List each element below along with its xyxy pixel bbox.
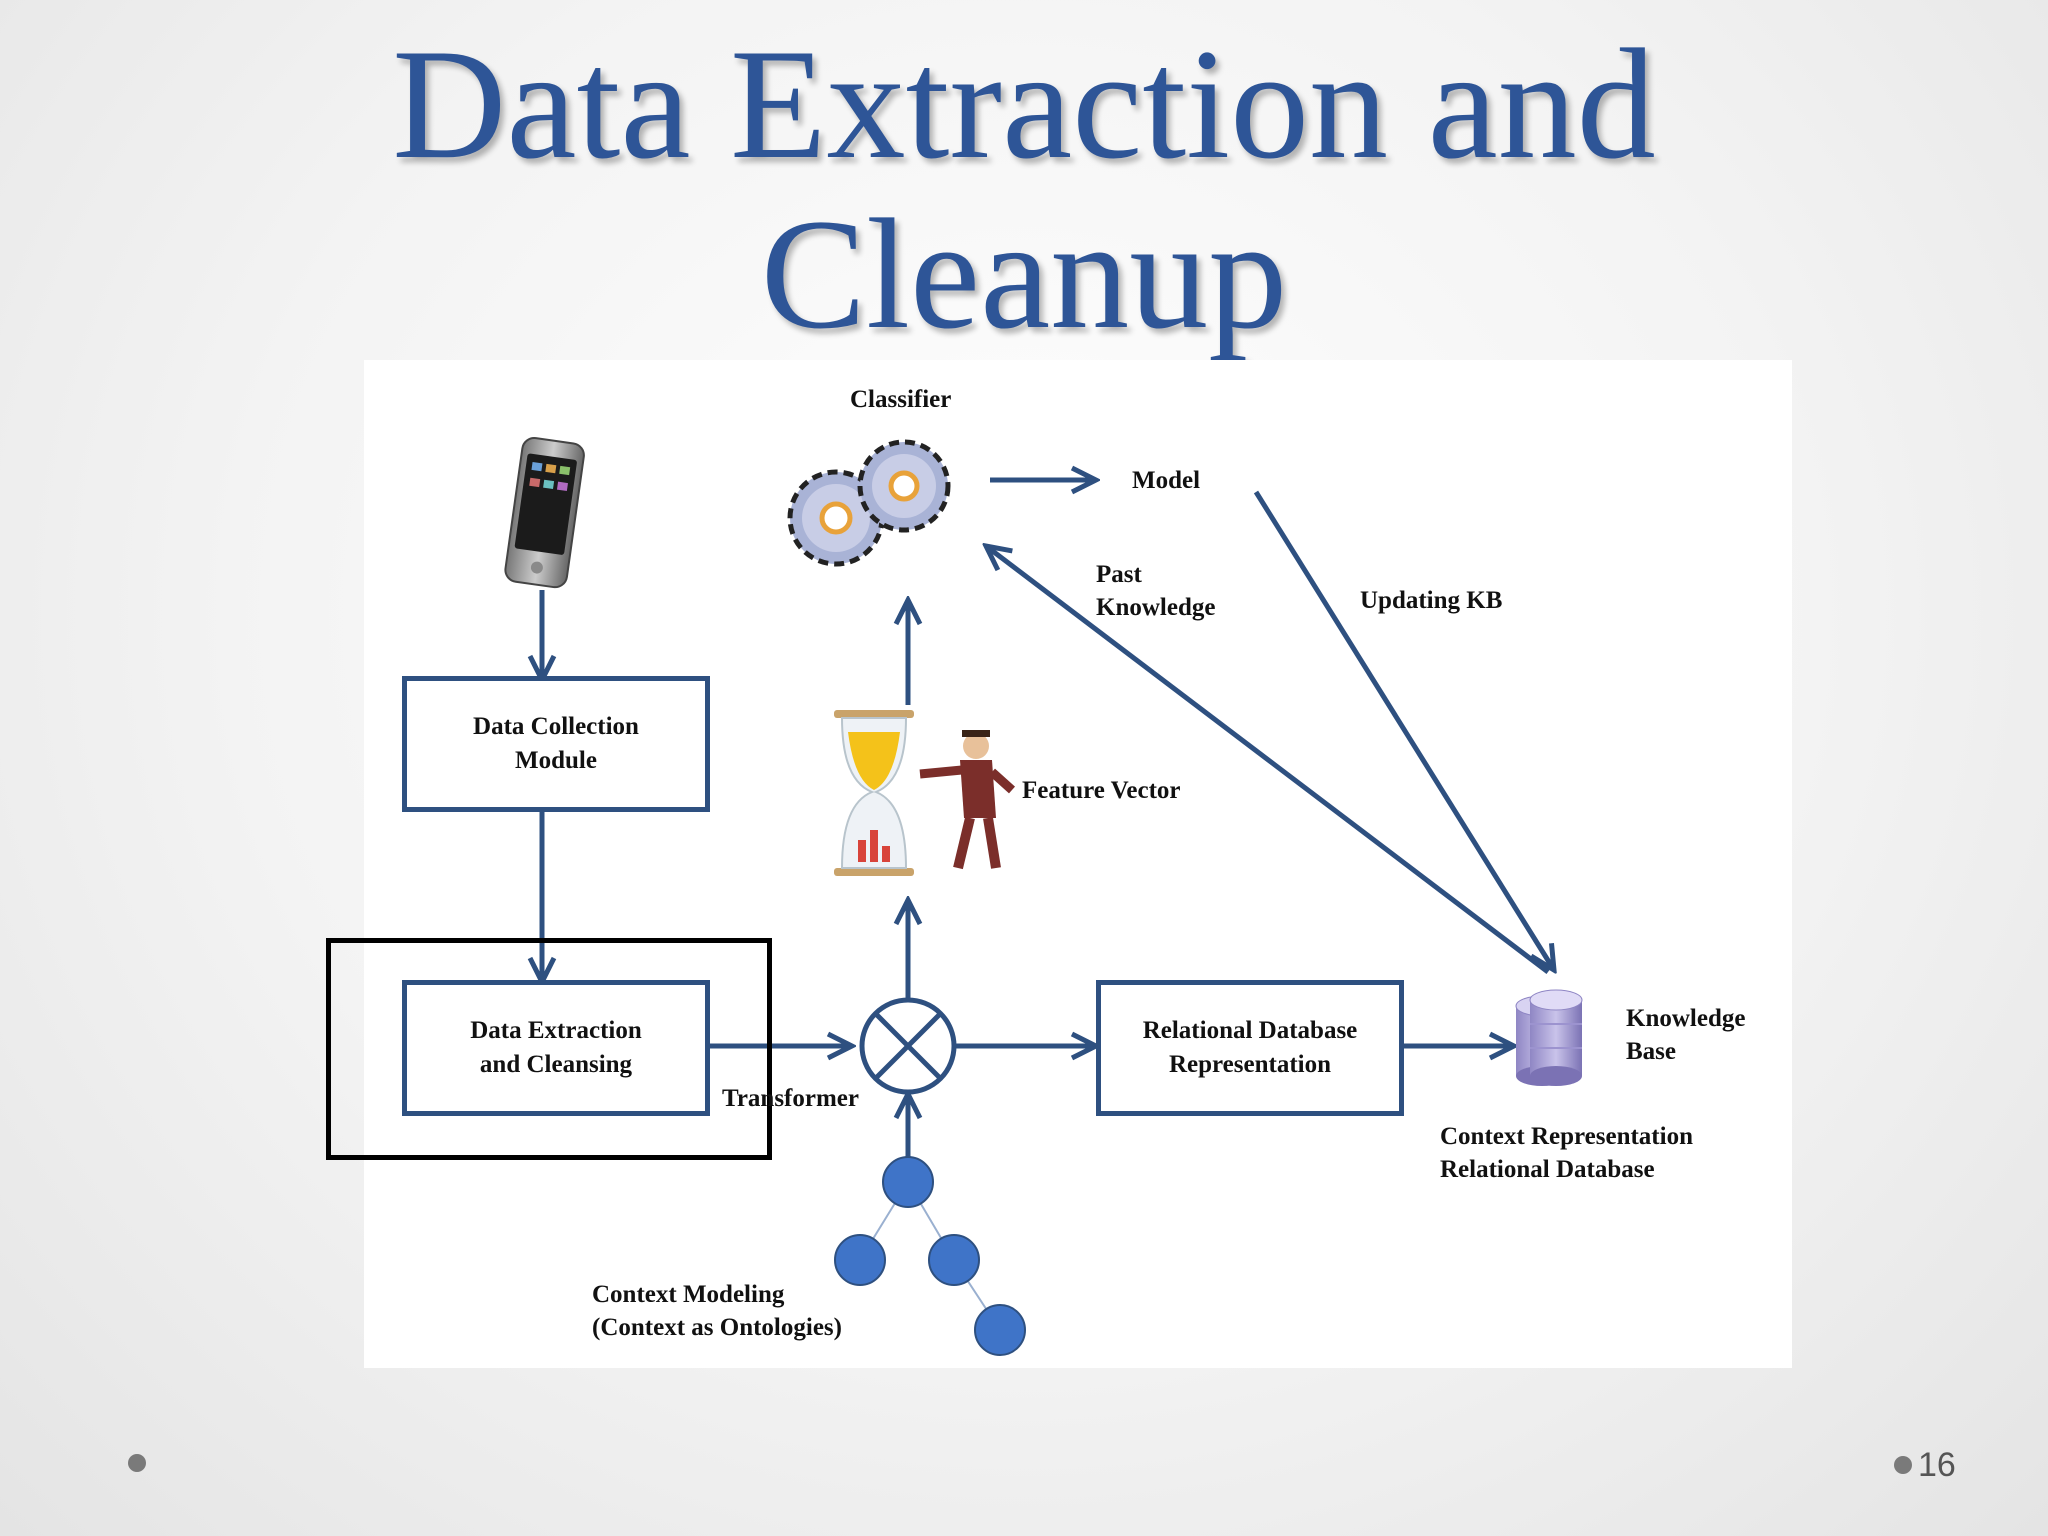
updating-kb-label: Updating KB [1360, 587, 1503, 614]
slide-bullet-dot-right [1894, 1456, 1912, 1474]
diagram-canvas [504, 437, 1583, 1356]
arrow-updating-kb [1253, 490, 1554, 970]
context-representation-label: Context Representation Relational Databa… [1440, 1120, 1693, 1186]
context-rep-line1: Context Representation [1440, 1123, 1693, 1150]
slide-title: Data Extraction and Cleanup [0, 20, 2048, 360]
context-modeling-label: Context Modeling (Context as Ontologies) [592, 1278, 842, 1344]
diagram-panel [364, 360, 1792, 1368]
model-label: Model [1132, 467, 1201, 494]
transformer-label: Transformer [722, 1085, 859, 1112]
page-number: 16 [1918, 1446, 1956, 1484]
knowledge-base-line2: Base [1626, 1038, 1676, 1065]
hourglass-businessman-icon [834, 710, 1016, 876]
relational-label-line1: Relational Database [1142, 1017, 1358, 1044]
highlight-frame [326, 938, 772, 1160]
smartphone-icon [504, 437, 585, 589]
slide-title-line1: Data Extraction and [392, 17, 1656, 192]
data-collection-label-line1: Data Collection [473, 713, 639, 740]
arrow-past-knowledge [986, 546, 1550, 974]
ontology-tree-icon [834, 1156, 1026, 1356]
context-modeling-line1: Context Modeling [592, 1281, 785, 1308]
slide-bullet-dot-left [128, 1454, 146, 1472]
relational-label-line2: Representation [1168, 1051, 1331, 1078]
knowledge-base-line1: Knowledge [1626, 1005, 1746, 1032]
database-icon [1515, 989, 1583, 1086]
context-rep-line2: Relational Database [1440, 1156, 1655, 1183]
multiplexer-icon [859, 997, 957, 1095]
data-extraction-box: Data Extraction and Cleansing [402, 980, 710, 1116]
past-knowledge-line1: Past [1096, 561, 1142, 588]
data-collection-label-line2: Module [515, 747, 597, 774]
relational-database-box: Relational Database Representation [1096, 980, 1404, 1116]
past-knowledge-label: Past Knowledge [1096, 558, 1215, 624]
data-extraction-label-line1: Data Extraction [470, 1017, 642, 1044]
slide-title-line2: Cleanup [760, 187, 1288, 362]
data-extraction-label-line2: and Cleansing [479, 1051, 633, 1078]
data-collection-module-box: Data Collection Module [402, 676, 710, 812]
context-modeling-line2: (Context as Ontologies) [592, 1314, 842, 1341]
past-knowledge-line2: Knowledge [1096, 594, 1216, 621]
gears-icon [787, 439, 951, 567]
knowledge-base-label: Knowledge Base [1626, 1002, 1745, 1068]
classifier-label: Classifier [850, 386, 952, 413]
feature-vector-label: Feature Vector [1022, 777, 1181, 804]
